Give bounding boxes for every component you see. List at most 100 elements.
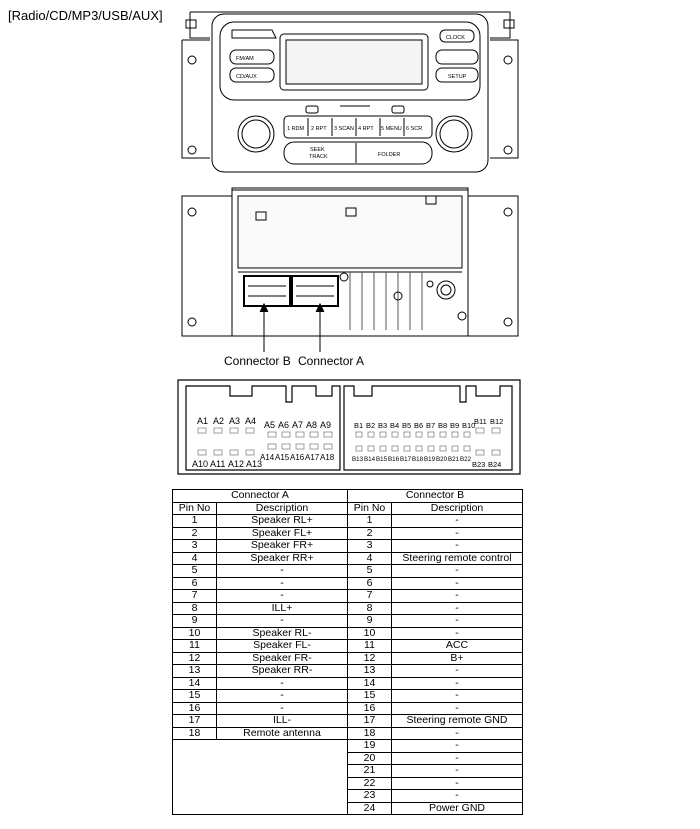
- pin-label-a16: A16: [290, 453, 305, 462]
- pin-label-a6: A6: [278, 420, 289, 430]
- pin-description-b: -: [391, 776, 523, 790]
- pin-description-a: -: [216, 614, 348, 628]
- pin-description-a: Speaker FL-: [216, 639, 348, 653]
- pin-number-b: 19: [347, 739, 392, 753]
- pin-label-b10: B10: [462, 421, 475, 430]
- pin-description-b: -: [391, 664, 523, 678]
- pin-number-b: 9: [347, 614, 392, 628]
- pin-number-a: 6: [172, 576, 217, 590]
- pin-label-b8: B8: [438, 421, 447, 430]
- front-panel: [181, 11, 519, 173]
- pin-label-b3: B3: [378, 421, 387, 430]
- pin-description-b: B+: [391, 651, 523, 665]
- clock-button[interactable]: CLOCK: [446, 35, 465, 41]
- pin-label-b22: B22: [460, 456, 472, 463]
- preset-4-button[interactable]: 4 RPT: [358, 126, 374, 132]
- seek-label-bottom: TRACK: [309, 154, 328, 160]
- preset-5-button[interactable]: 5 MENU: [381, 126, 402, 132]
- pin-number-a: 8: [172, 601, 217, 615]
- pin-number-b: 2: [347, 526, 392, 540]
- pin-description-b: -: [391, 526, 523, 540]
- pin-number-a: 5: [172, 564, 217, 578]
- pin-number-a: 4: [172, 551, 217, 565]
- pin-label-a10: A10: [192, 459, 208, 469]
- pin-description-a: Speaker RR-: [216, 664, 348, 678]
- pin-label-b12: B12: [490, 417, 503, 426]
- preset-6-button[interactable]: 6 SCR: [406, 126, 422, 132]
- col-desc-a: Description: [216, 501, 348, 515]
- fm-am-button[interactable]: FM/AM: [236, 56, 254, 62]
- pin-description-b: Steering remote GND: [391, 714, 523, 728]
- pin-label-b1: B1: [354, 421, 363, 430]
- pin-description-a: Speaker FR+: [216, 539, 348, 553]
- pin-number-b: 15: [347, 689, 392, 703]
- pin-label-b14: B14: [364, 456, 376, 463]
- pinout-table: Connector A Connector B Pin No Descripti…: [172, 489, 523, 815]
- preset-3-button[interactable]: 3 SCAN: [334, 126, 354, 132]
- connector-a-title: Connector A: [172, 489, 348, 503]
- pin-description-a: ILL-: [216, 714, 348, 728]
- pin-description-b: -: [391, 564, 523, 578]
- preset-1-button[interactable]: 1 RDM: [287, 126, 305, 132]
- pin-number-b: 4: [347, 551, 392, 565]
- pin-description-a: -: [216, 701, 348, 715]
- table-row: 14-14-: [172, 676, 523, 690]
- pin-number-b: 21: [347, 764, 392, 778]
- pin-label-a17: A17: [305, 453, 320, 462]
- pin-number-b: 18: [347, 726, 392, 740]
- pin-label-b21: B21: [448, 456, 460, 463]
- pin-number-b: 17: [347, 714, 392, 728]
- pin-number-a: 13: [172, 664, 217, 678]
- pin-description-a: Speaker FR-: [216, 651, 348, 665]
- pin-number-a: 15: [172, 689, 217, 703]
- pin-number-a: 3: [172, 539, 217, 553]
- pin-label-a13: A13: [246, 459, 262, 469]
- pin-description-a: -: [216, 676, 348, 690]
- folder-label: FOLDER: [378, 152, 400, 158]
- pin-number-b: 11: [347, 639, 392, 653]
- pin-description-a: Speaker RL-: [216, 626, 348, 640]
- seek-label-top: SEEK: [310, 147, 325, 153]
- pin-number-b: 14: [347, 676, 392, 690]
- pin-number-b: 12: [347, 651, 392, 665]
- pin-label-a14: A14: [260, 453, 275, 462]
- pin-number-a: 10: [172, 626, 217, 640]
- pin-description-a: ILL+: [216, 601, 348, 615]
- pin-number-b: 13: [347, 664, 392, 678]
- pin-number-b: 1: [347, 514, 392, 528]
- pin-description-b: -: [391, 751, 523, 765]
- table-row: 7-7-: [172, 589, 523, 603]
- col-pin-b: Pin No: [347, 501, 392, 515]
- pin-number-a: 7: [172, 589, 217, 603]
- pin-number-b: 7: [347, 589, 392, 603]
- pin-label-a2: A2: [213, 416, 224, 426]
- setup-button[interactable]: SETUP: [448, 74, 467, 80]
- pin-number-b: 8: [347, 601, 392, 615]
- pin-description-b: Steering remote control: [391, 551, 523, 565]
- pin-label-a1: A1: [197, 416, 208, 426]
- pin-number-a: 14: [172, 676, 217, 690]
- pin-description-b: -: [391, 764, 523, 778]
- pin-label-a15: A15: [275, 453, 290, 462]
- radio-diagram: FM/AM CD/AUX CLOCK SETUP 1 RDM 2 RPT 3 S…: [177, 11, 521, 475]
- pin-number-b: 16: [347, 701, 392, 715]
- empty-cell: [172, 739, 348, 815]
- pin-label-b9: B9: [450, 421, 459, 430]
- pin-description-b: -: [391, 539, 523, 553]
- table-row: 19-: [172, 739, 523, 815]
- pin-description-a: Speaker RR+: [216, 551, 348, 565]
- pin-number-a: 17: [172, 714, 217, 728]
- pin-description-b: -: [391, 726, 523, 740]
- cd-aux-button[interactable]: CD/AUX: [236, 74, 257, 80]
- pin-description-b: -: [391, 676, 523, 690]
- pin-label-b4: B4: [390, 421, 399, 430]
- preset-2-button[interactable]: 2 RPT: [311, 126, 327, 132]
- pin-number-b: 5: [347, 564, 392, 578]
